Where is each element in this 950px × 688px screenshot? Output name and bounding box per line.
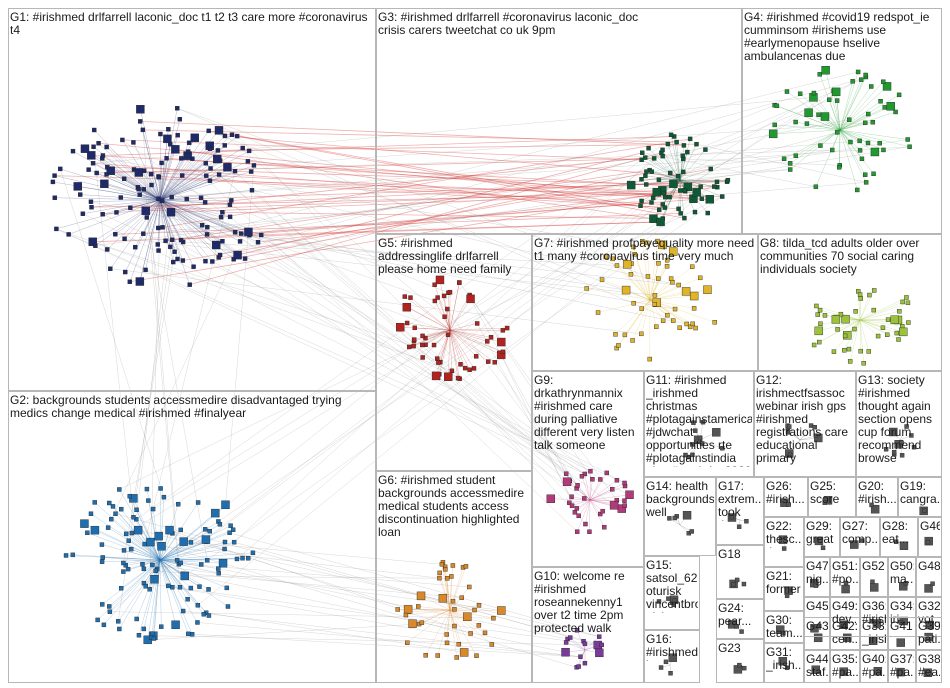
group-label-g4: G4: #irishmed #covid19 redspot_ie cummin… [744,11,940,66]
group-label-g22: G22: thesc... thesc... [766,520,802,548]
group-label-g16: G16: #irishmed know adrs... [646,633,698,661]
group-label-g10: G10: welcome re #irishmed roseannekenny1… [534,570,642,637]
group-label-g49: G49: dev... [832,600,858,628]
group-label-g21: G21: former return... [766,570,802,598]
group-label-g1: G1: #irishmed drlfarrell laconic_doc t1 … [10,11,370,39]
group-label-g41: G41 [890,620,914,633]
group-label-g38: G38: #ea... [918,653,940,681]
group-label-g27: G27: comp... [842,520,878,548]
group-label-g37: G37: #pa... [890,653,914,681]
group-label-g8: G8: tilda_tcd adults older over communit… [760,237,940,277]
group-label-g23: G23 [718,642,762,655]
group-label-g24: G24: pear... [718,602,762,630]
group-label-g3: G3: #irishmed drlfarrell #coronavirus la… [378,11,658,39]
group-label-g45: G45 [806,600,828,613]
group-label-g15: G15: satsol_62 oturisk vincentbrow... _i… [646,559,698,613]
group-label-g39: G39: pati... [918,620,940,648]
group-label-g28: G28: eat... [882,520,916,548]
group-label-g25: G25: score [810,480,854,508]
group-label-g50: G50: ma... [890,560,914,588]
group-label-g6: G6: #irishmed student backgrounds access… [378,474,530,541]
group-label-g46: G46 [920,520,940,533]
group-label-g51: G51: #po... [832,560,858,588]
group-box-g3 [376,8,742,234]
group-box-g2 [8,391,376,683]
group-label-g17: G17: extrem... took time... [718,480,762,521]
group-label-g5: G5: #irishmed addressinglife drlfarrell … [378,237,530,277]
group-label-g9: G9: drkathrynmannix #irishmed care durin… [534,374,642,454]
group-label-g31: G31: _irish... [766,646,802,674]
group-label-g13: G13: society #irishmed thought again sec… [858,374,940,467]
group-label-g29: G29: great [806,520,838,548]
group-label-g36: G36: #irish... [862,600,886,628]
group-label-g11: G11: #irishmed _irishmed christmas #plot… [646,374,752,467]
group-box-g1 [8,8,376,391]
group-label-g7: G7: #irishmed profpayequality more need … [534,237,756,265]
group-label-g40: G40: #pa... [862,653,886,681]
group-label-g48: G48 [918,560,940,573]
group-label-g12: G12: irishmectfsassoc webinar irish gps … [756,374,854,467]
group-label-g18: G18 [718,548,762,561]
group-label-g35: G35: #pa... [832,653,858,681]
group-label-g20: G20: #irish... [858,480,896,508]
group-label-g19: G19: cangra... [900,480,940,508]
group-label-g47: G47: nig... [806,560,828,588]
group-label-g14: G14: health backgrounds well thelancet a… [646,480,714,520]
group-label-g30: G30: team... [766,614,802,642]
group-label-g44: G44: staf... [806,653,828,681]
group-label-g2: G2: backgrounds students accessmedire di… [10,394,370,422]
group-label-g52: G52 [862,560,886,573]
group-label-g26: G26: #irish... [766,480,806,508]
